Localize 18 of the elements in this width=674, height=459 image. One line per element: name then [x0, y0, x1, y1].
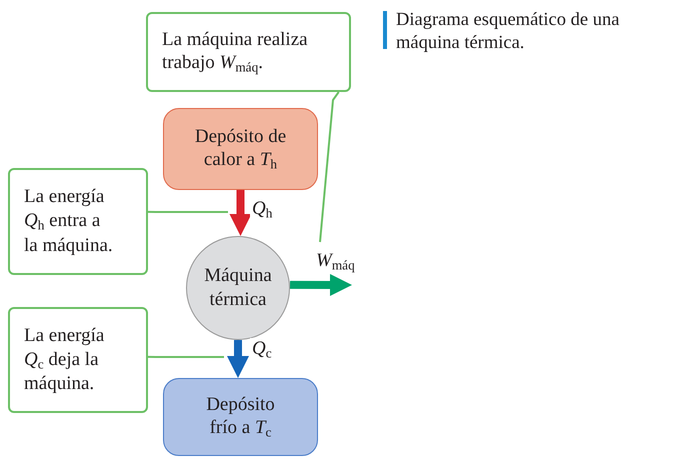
leader-line: [319, 91, 340, 242]
caption: Diagrama esquemático de una máquina térmica.: [396, 9, 620, 54]
callout-text: La máquina realiza trabajo W$_{máq}$.: [162, 28, 309, 76]
arrow: [230, 190, 252, 236]
callout-text: La energía Q$_{h}$ entra a la máquina.: [24, 185, 114, 258]
node-label: Máquina térmica: [203, 264, 273, 312]
hot-reservoir-box: [163, 108, 318, 190]
callout-text: La energía Q$_{c}$ deja la máquina.: [24, 324, 106, 396]
callout-box: [146, 12, 351, 92]
arrow: [227, 340, 249, 378]
arrow: [290, 274, 352, 296]
callout-box: [8, 168, 148, 275]
callout-box: [8, 307, 148, 413]
leader-line: [148, 356, 224, 358]
node-label: Depósito de calor a T$_{h}$: [194, 124, 288, 174]
cold-reservoir-box: [163, 378, 318, 456]
leader-line: [148, 210, 228, 213]
node-label: Depósito frío a T$_{c}$: [205, 392, 276, 442]
